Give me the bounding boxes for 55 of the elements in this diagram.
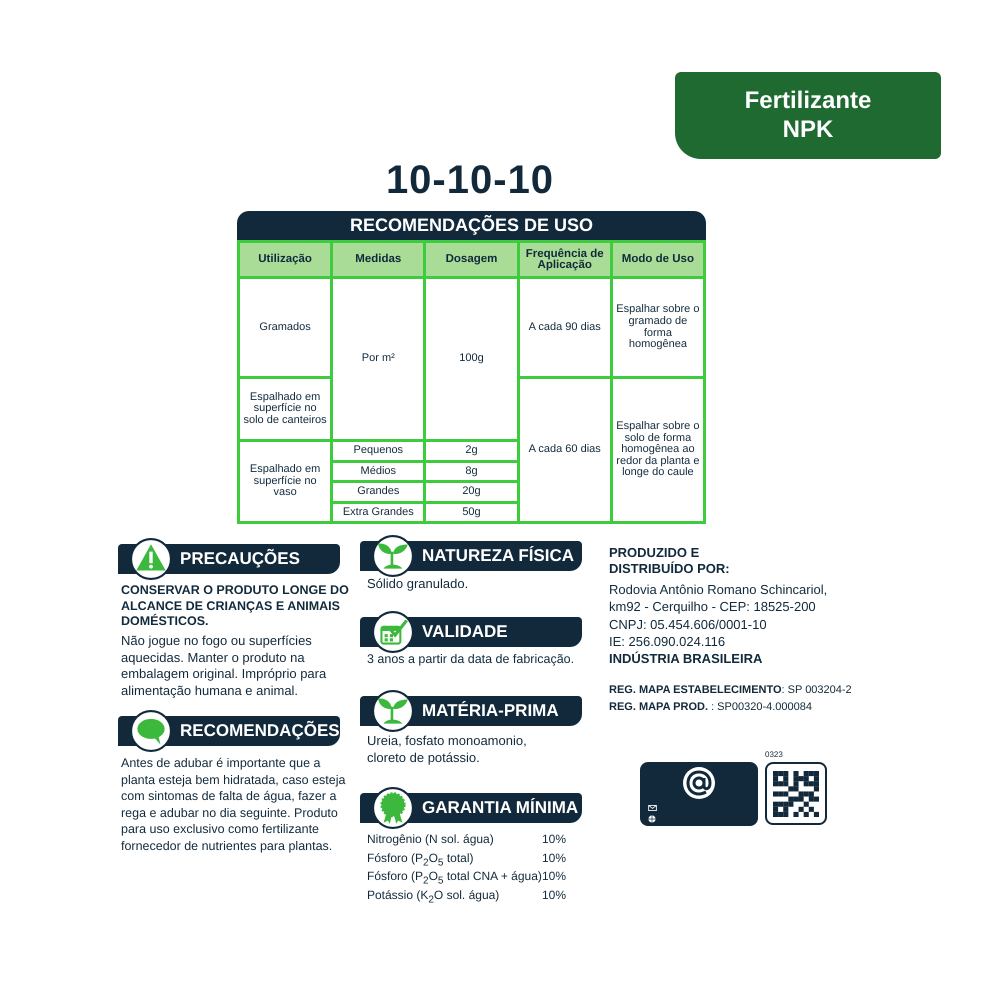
table-cell: A cada 90 dias — [520, 279, 610, 376]
table-cell: A cada 60 dias — [520, 379, 610, 521]
table-cell: Médios — [333, 463, 424, 480]
section-title: MATÉRIA-PRIMA — [422, 701, 559, 721]
table-cell: Espalhado em superfície no solo de canteiros — [240, 379, 330, 439]
table-cell: Por m² — [333, 279, 424, 439]
table-cell: Extra Grandes — [333, 504, 424, 521]
table-cell: 20g — [426, 483, 517, 501]
table-header-cell: Frequência de Aplicação — [520, 243, 610, 276]
table-cell: Espalhar sobre o gramado de forma homogênea — [612, 279, 703, 376]
table-cell: Espalhar sobre o solo de forma homogênea ao redor da planta e longe do caule — [612, 379, 703, 521]
table-cell: 8g — [426, 463, 517, 480]
description-text: Sólido granulado. — [367, 576, 470, 592]
product-badge — [675, 72, 941, 159]
description-text: Ureia, fosfato monoamonio, cloreto de potássio. — [367, 733, 528, 766]
table-title: RECOMENDAÇÕES DE USO — [350, 215, 594, 236]
table-header-cell: Modo de Uso — [612, 243, 703, 276]
badge-title: Fertilizante NPK — [744, 86, 872, 144]
table-header-cell: Utilização — [240, 243, 330, 276]
warning-text: CONSERVAR O PRODUTO LONGE DO ALCANCE DE CRIANÇAS E ANIMAIS DOMÉSTICOS. — [121, 583, 349, 630]
recommendation-text: Antes de adubar é importante que a planta esteja bem hidratada, caso esteja com sintomas de falta de água, fazer a rega e adubar no dia seguinte. Produto para uso exclusivo como fertilizante fornecedor de nutrientes para plantas. — [121, 755, 346, 854]
table-cell: 100g — [426, 279, 517, 439]
table-cell: Pequenos — [333, 442, 424, 460]
table-header-cell: Dosagem — [426, 243, 517, 276]
section-title: PRECAUÇÕES — [180, 549, 300, 569]
nutrient-value: 10% — [542, 869, 568, 884]
nutrient-name: Nitrogênio (N sol. água) — [367, 832, 495, 846]
nutrient-value: 10% — [542, 832, 568, 846]
table-cell: 2g — [426, 442, 517, 460]
table-cell: Gramados — [240, 279, 330, 376]
description-text: 3 anos a partir da data de fabricação. — [367, 652, 576, 668]
table-cell: Espalhado em superfície no vaso — [240, 442, 330, 521]
section-title: NATUREZA FÍSICA — [422, 546, 574, 566]
section-title: RECOMENDAÇÕES — [180, 721, 340, 741]
nutrient-value: 10% — [542, 850, 568, 865]
nutrient-name: Potássio (K$_{2}$O sol. água) — [367, 888, 500, 906]
registration-text: CNPJ: 05.454.606/0001-10 — [609, 617, 768, 634]
registration-text: IE: 256.090.024.116 — [609, 634, 726, 651]
producer-heading: PRODUZIDO E DISTRIBUÍDO POR: — [609, 545, 731, 576]
nutrient-name: Fósforo (P$_{2}$O$_{5}$ total) — [367, 850, 474, 869]
title: 10-10-10 — [384, 158, 556, 203]
nutrient-value: 10% — [542, 888, 568, 902]
origin-text: INDÚSTRIA BRASILEIRA — [609, 651, 764, 668]
nutrient-name: Fósforo (P$_{2}$O$_{5}$ total CNA + água) — [367, 869, 542, 888]
table-cell: 50g — [426, 504, 517, 521]
table-header-cell: Medidas — [333, 243, 424, 276]
precaution-text: Não jogue no fogo ou superfícies aquecidas. Manter o produto na embalagem original. Impróprio para alimentação humana e animal. — [121, 633, 328, 700]
code-number: 0323 — [765, 750, 784, 760]
table-cell: Grandes — [333, 483, 424, 501]
section-title: GARANTIA MÍNIMA — [422, 798, 578, 818]
section-title: VALIDADE — [422, 622, 508, 642]
registration-text: REG. MAPA PROD. : SP00320-4.000084 — [609, 700, 813, 714]
registration-text: REG. MAPA ESTABELECIMENTO: SP 003204-2 — [609, 683, 853, 698]
table-title-bar — [237, 211, 706, 240]
address-text: Rodovia Antônio Romano Schincariol, km92 - Cerquilho - CEP: 18525-200 — [609, 582, 828, 616]
